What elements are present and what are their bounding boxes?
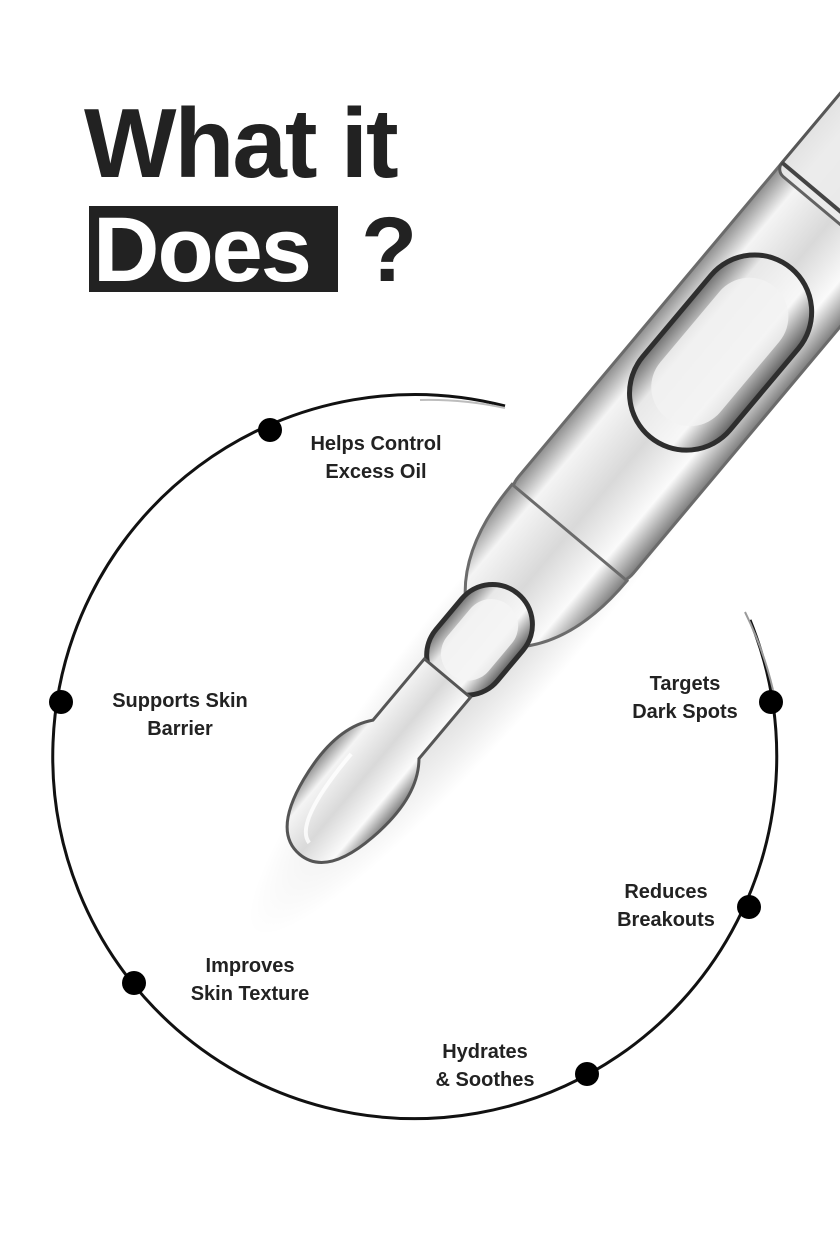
benefit-line: Reduces [624,881,708,903]
benefit-line: Dark Spots [632,701,738,723]
benefit-ring [51,393,779,1121]
benefit-line: Excess Oil [325,461,427,483]
benefit-line: Skin Texture [190,983,310,1005]
benefit-line: Helps Control [310,433,442,455]
benefit-label-skin-barrier: Supports Skin Barrier [70,687,290,743]
serum-dropper-icon [247,57,840,937]
benefit-line: Hydrates [442,1041,528,1063]
title-highlight-box [89,206,338,292]
ring-fade [419,398,506,409]
benefit-dot [737,895,761,919]
benefit-label-breakouts: Reduces Breakouts [556,878,776,934]
title-question-mark: ? [361,199,418,301]
title-highlight-word: Does [93,199,312,301]
benefit-line: Supports Skin [112,690,248,712]
benefit-dot [258,418,282,442]
benefit-line: Breakouts [617,909,715,931]
benefit-label-hydrates: Hydrates & Soothes [375,1038,595,1094]
benefit-dot [49,690,73,714]
ring-fade [744,611,774,691]
benefit-line: & Soothes [435,1069,535,1091]
benefit-label-oil-control: Helps Control Excess Oil [266,430,486,486]
benefit-line: Improves [205,955,295,977]
page-title: What it [84,88,399,198]
benefit-dot [575,1062,599,1086]
benefit-line: Barrier [147,718,213,740]
benefit-dot [759,690,783,714]
benefit-label-dark-spots: Targets Dark Spots [575,670,795,726]
benefit-dot [122,971,146,995]
benefit-label-skin-texture: Improves Skin Texture [140,952,360,1008]
benefit-line: Targets [649,673,721,695]
